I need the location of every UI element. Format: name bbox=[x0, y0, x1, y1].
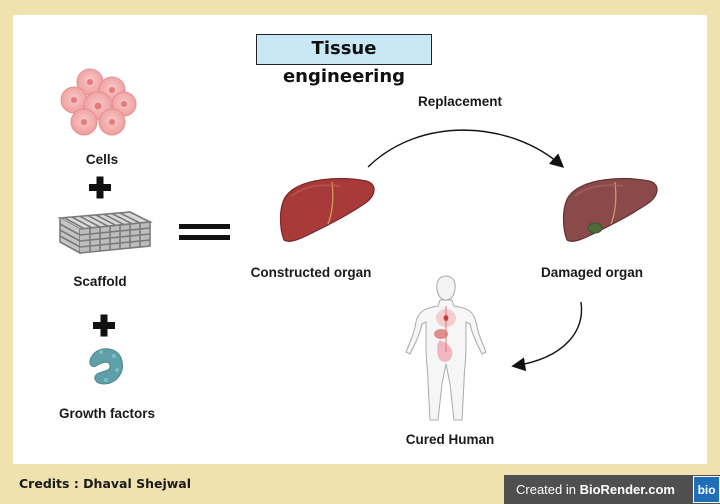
damaged-liver-icon bbox=[562, 178, 658, 242]
biorender-logo-icon: bio bbox=[693, 476, 720, 503]
diagram-title: Tissue engineering bbox=[256, 34, 432, 87]
replacement-arrow bbox=[367, 129, 565, 168]
cells-icon bbox=[60, 68, 137, 136]
credits-text: Credits : Dhaval Shejwal bbox=[19, 476, 192, 491]
scaffold-label: Scaffold bbox=[73, 274, 127, 289]
human-figure-icon bbox=[405, 275, 487, 421]
biorender-badge[interactable]: Created in BioRender.com bio bbox=[504, 475, 720, 504]
badge-text: Created in BioRender.com bbox=[504, 482, 693, 497]
plus-icon bbox=[89, 176, 111, 199]
badge-brand: BioRender.com bbox=[579, 482, 675, 497]
constructed-liver-icon bbox=[279, 178, 375, 242]
constructed-organ-label: Constructed organ bbox=[250, 265, 372, 280]
growth-factor-icon bbox=[89, 348, 123, 385]
damaged-organ-label: Damaged organ bbox=[540, 265, 644, 280]
cells-label: Cells bbox=[85, 152, 119, 167]
growth-factors-label: Growth factors bbox=[58, 406, 155, 421]
scaffold-icon bbox=[57, 211, 153, 255]
cured-human-label: Cured Human bbox=[405, 432, 495, 447]
badge-prefix: Created in bbox=[516, 482, 580, 497]
plus-icon bbox=[93, 314, 115, 337]
replacement-label: Replacement bbox=[417, 94, 503, 109]
cure-arrow bbox=[511, 301, 583, 372]
equals-icon bbox=[179, 224, 230, 240]
